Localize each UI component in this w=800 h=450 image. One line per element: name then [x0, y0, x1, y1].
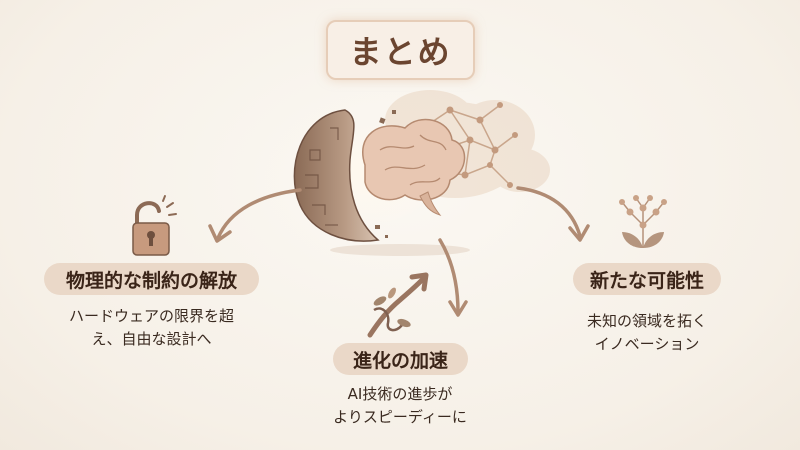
- right-description-line2: イノベーション: [594, 335, 700, 353]
- network-sprout-icon: [619, 195, 667, 248]
- page-title: まとめ: [326, 20, 475, 80]
- left-description-line2: え、自由な設計へ: [91, 330, 212, 348]
- center-description-line2: よりスピーディーに: [333, 408, 467, 426]
- unlocked-padlock-icon: [132, 195, 177, 256]
- right-description-line1: 未知の領域を拓く: [586, 312, 707, 330]
- right-heading: 新たな可能性: [573, 263, 721, 295]
- growth-arrow-vine-icon: [367, 272, 429, 338]
- left-description-line1: ハードウェアの限界を超: [68, 307, 234, 325]
- center-description-line1: AI技術の進歩が: [347, 385, 453, 403]
- left-heading: 物理的な制約の解放: [44, 263, 259, 295]
- center-heading: 進化の加速: [333, 343, 468, 375]
